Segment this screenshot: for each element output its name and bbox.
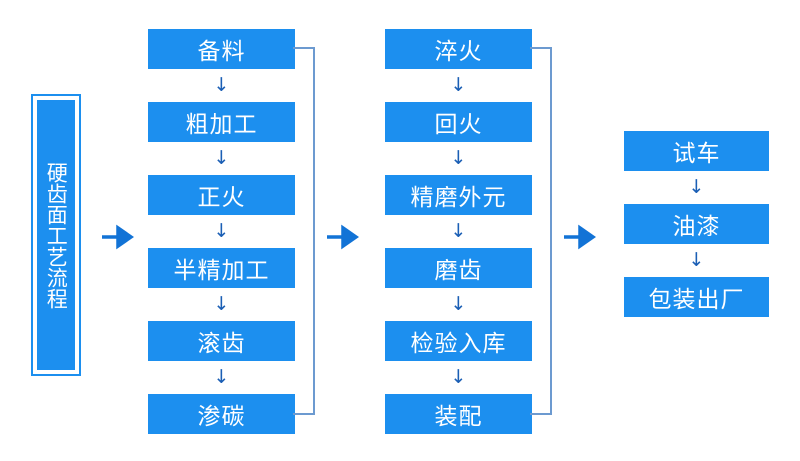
- process-box-label: 粗加工: [185, 112, 258, 138]
- process-title-plaque: 硬齿面工艺流程: [31, 94, 81, 376]
- process-box-mochi[interactable]: 磨齿: [385, 248, 532, 288]
- down-arrow-icon: ↓: [688, 175, 705, 198]
- down-arrow-icon: ↓: [450, 146, 467, 169]
- process-box-label: 回火: [434, 112, 483, 138]
- connector-arrow-plaque-to-column-1: [100, 222, 135, 252]
- process-box-zhenghuo[interactable]: 正火: [148, 175, 295, 215]
- process-box-cuihuo[interactable]: 淬火: [385, 29, 532, 69]
- process-box-label: 半精加工: [173, 258, 270, 284]
- process-box-label: 精磨外元: [410, 185, 507, 211]
- process-box-label: 磨齿: [434, 258, 483, 284]
- connector-arrow-column-2-to-column-3: [562, 222, 597, 252]
- process-box-label: 装配: [434, 404, 483, 430]
- down-arrow-icon: ↓: [213, 365, 230, 388]
- down-arrow-icon: ↓: [213, 146, 230, 169]
- process-box-label: 滚齿: [197, 331, 246, 357]
- process-title-plaque-inner: 硬齿面工艺流程: [36, 99, 76, 371]
- process-box-jianyanruku[interactable]: 检验入库: [385, 321, 532, 361]
- process-box-cujiagong[interactable]: 粗加工: [148, 102, 295, 142]
- process-box-baozhuangchuchang[interactable]: 包装出厂: [624, 277, 769, 317]
- process-box-beiliao[interactable]: 备料: [148, 29, 295, 69]
- process-box-label: 备料: [197, 39, 246, 65]
- down-arrow-icon: ↓: [688, 248, 705, 271]
- process-box-label: 淬火: [434, 39, 483, 65]
- process-box-zhuangpei[interactable]: 装配: [385, 394, 532, 434]
- process-box-label: 正火: [197, 185, 246, 211]
- down-arrow-icon: ↓: [213, 219, 230, 242]
- process-box-label: 油漆: [672, 214, 721, 240]
- loop-connector-column-2: [530, 47, 552, 415]
- process-title-text: 硬齿面工艺流程: [44, 161, 69, 309]
- process-box-shiche[interactable]: 试车: [624, 131, 769, 171]
- process-box-label: 检验入库: [410, 331, 507, 357]
- down-arrow-icon: ↓: [450, 365, 467, 388]
- process-box-shentan[interactable]: 渗碳: [148, 394, 295, 434]
- process-box-label: 渗碳: [197, 404, 246, 430]
- down-arrow-icon: ↓: [450, 73, 467, 96]
- down-arrow-icon: ↓: [450, 219, 467, 242]
- process-box-huihuo[interactable]: 回火: [385, 102, 532, 142]
- loop-connector-column-1: [293, 47, 315, 415]
- process-box-gunchi[interactable]: 滚齿: [148, 321, 295, 361]
- down-arrow-icon: ↓: [213, 73, 230, 96]
- process-box-label: 包装出厂: [648, 287, 745, 313]
- down-arrow-icon: ↓: [213, 292, 230, 315]
- process-box-youqi[interactable]: 油漆: [624, 204, 769, 244]
- process-box-jingmowaiyuan[interactable]: 精磨外元: [385, 175, 532, 215]
- process-box-label: 试车: [672, 141, 721, 167]
- down-arrow-icon: ↓: [450, 292, 467, 315]
- connector-arrow-column-1-to-column-2: [325, 222, 360, 252]
- process-box-banjingjiagong[interactable]: 半精加工: [148, 248, 295, 288]
